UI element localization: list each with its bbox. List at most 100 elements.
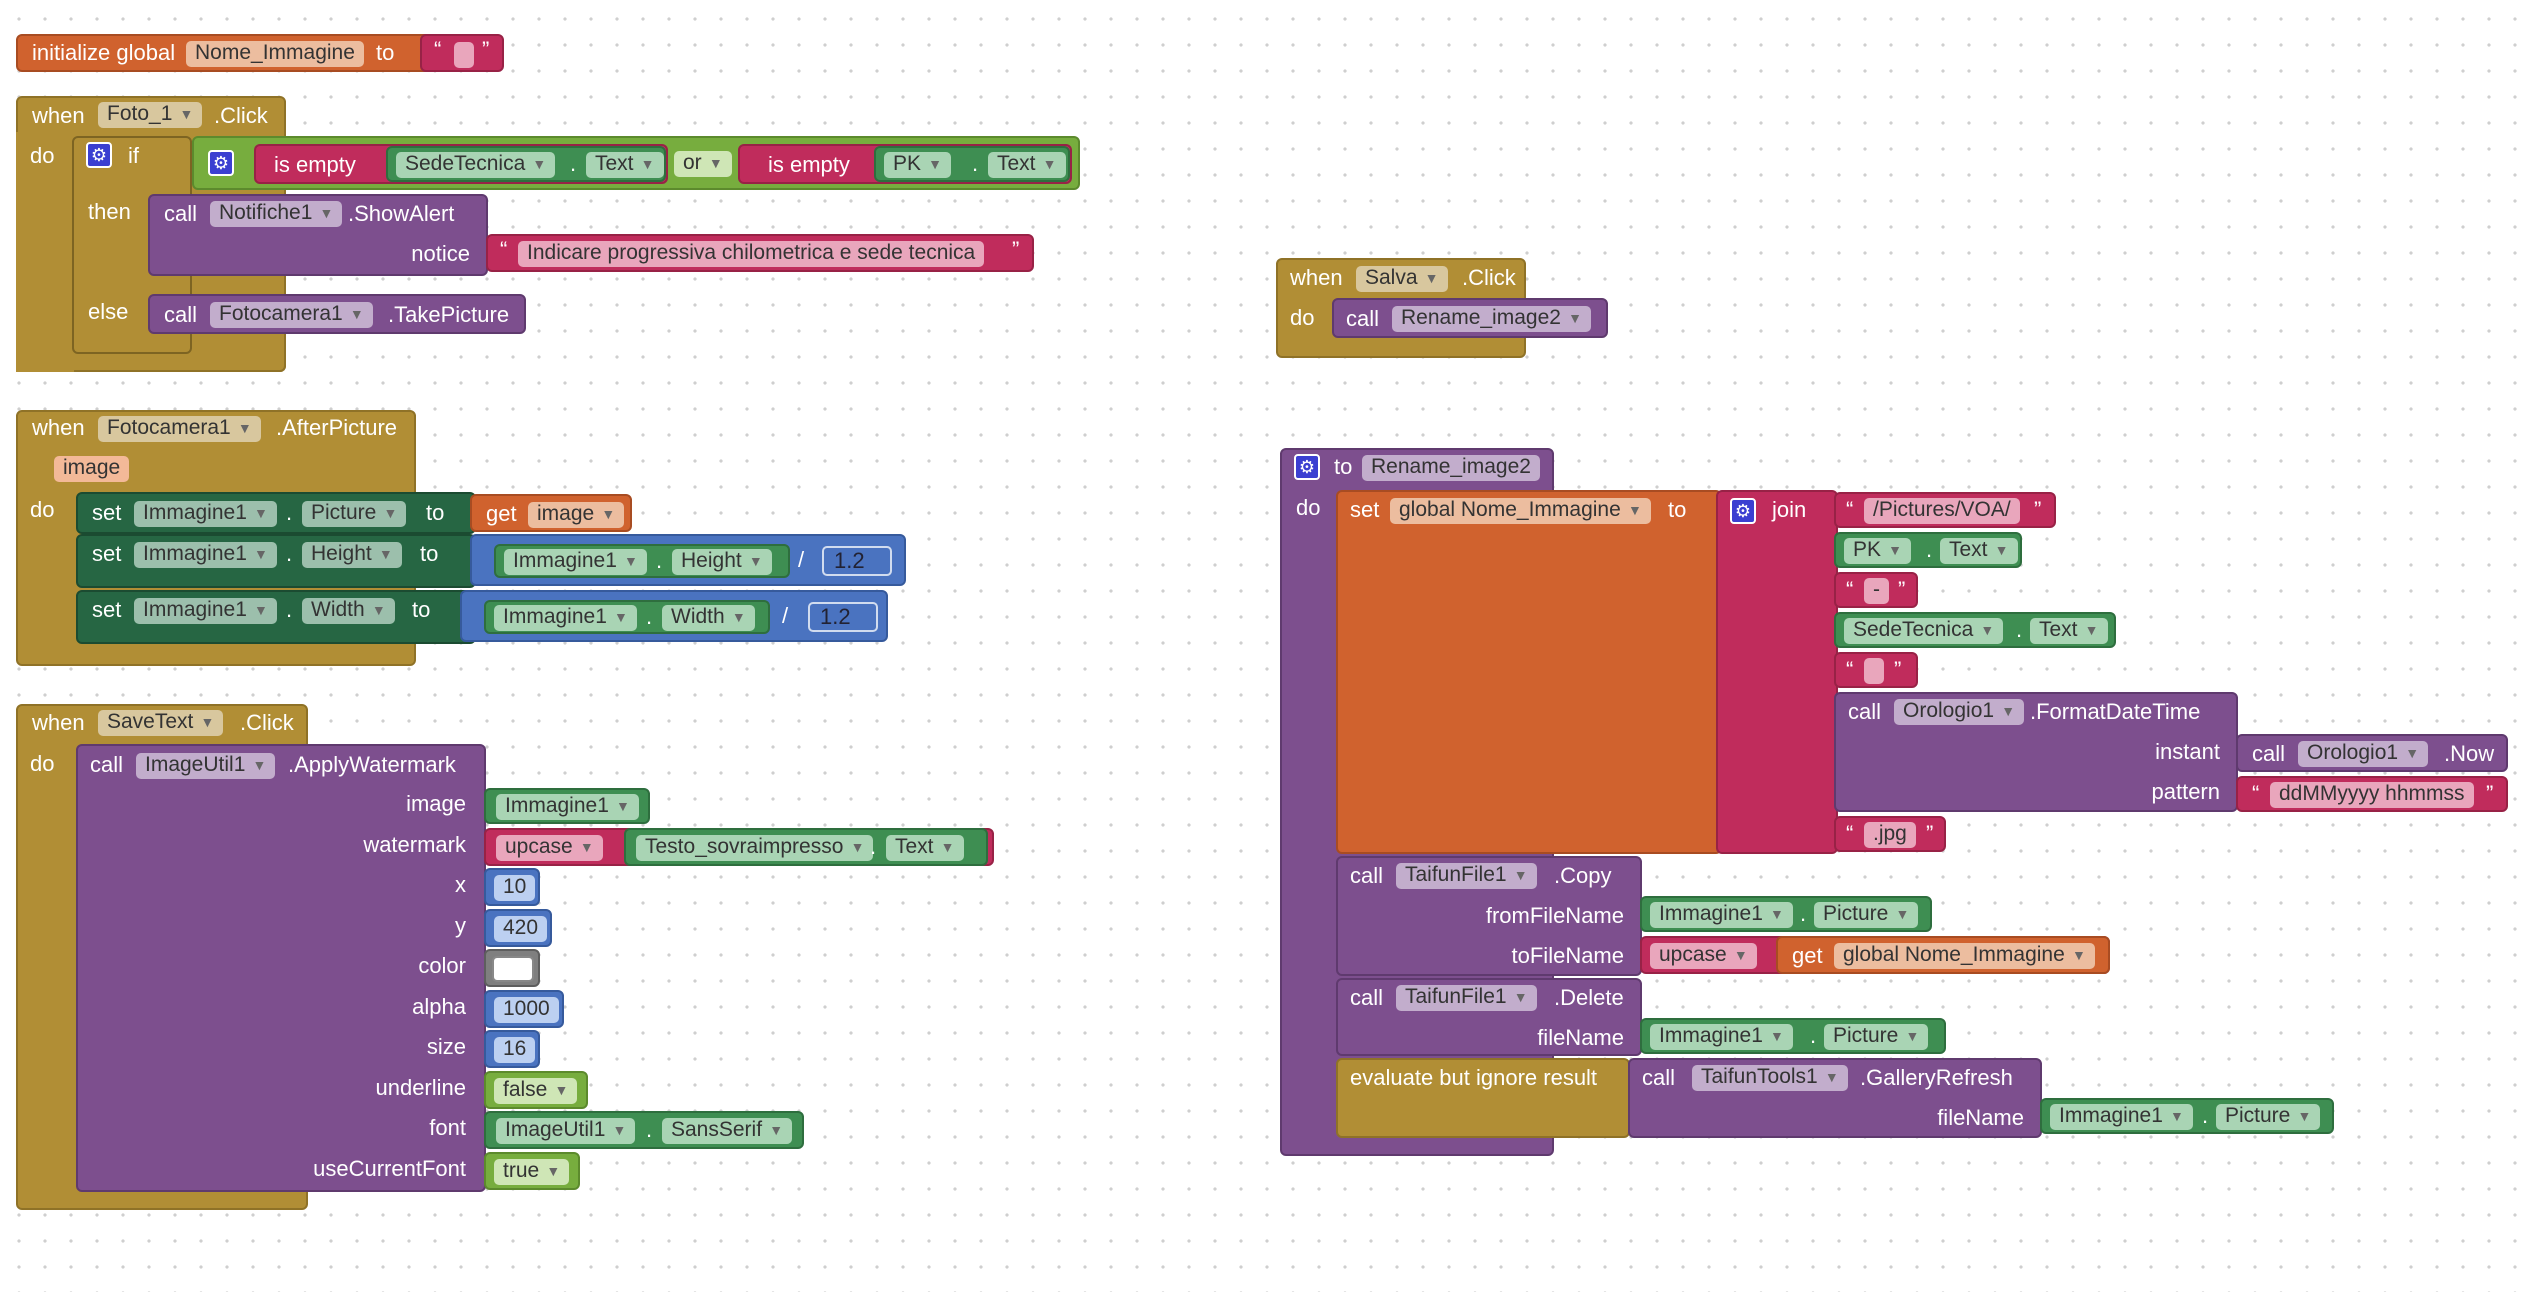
divisor-input[interactable]: 1.2 xyxy=(808,602,878,632)
sedetecnica-component-dropdown[interactable]: SedeTecnica▼ xyxy=(396,152,556,178)
gear-icon[interactable]: ⚙ xyxy=(1730,498,1756,524)
img-component-dropdown[interactable]: Immagine1▼ xyxy=(134,598,277,624)
gear-icon[interactable]: ⚙ xyxy=(208,150,234,176)
fotocamera-component-dropdown[interactable]: Fotocamera1▼ xyxy=(210,302,373,328)
taifuntools-component-dropdown[interactable]: TaifunTools1▼ xyxy=(1692,1065,1848,1091)
set-picture-block[interactable]: set Immagine1▼ . Picture▼ to xyxy=(76,492,476,534)
procedure-dropdown[interactable]: Rename_image2▼ xyxy=(1392,306,1591,332)
img-component-dropdown[interactable]: Immagine1▼ xyxy=(494,605,637,631)
picture-property-dropdown[interactable]: Picture▼ xyxy=(1814,902,1919,928)
underline-boolean-block[interactable]: false▼ xyxy=(484,1071,588,1109)
init-string-block[interactable]: “ ” xyxy=(420,34,504,72)
notice-string-block[interactable]: “ Indicare progressiva chilometrica e se… xyxy=(486,234,1034,272)
alpha-number-input[interactable]: 1000 xyxy=(494,997,559,1023)
width-property-dropdown[interactable]: Width▼ xyxy=(662,605,755,631)
divisor-input[interactable]: 1.2 xyxy=(822,546,892,576)
image-arg-block[interactable]: Immagine1▼ xyxy=(484,788,650,824)
sansserif-property-dropdown[interactable]: SansSerif▼ xyxy=(662,1118,793,1144)
x-number-block[interactable]: 10 xyxy=(484,868,540,906)
color-swatch[interactable] xyxy=(492,956,534,982)
imageutil-component-dropdown[interactable]: ImageUtil1▼ xyxy=(136,753,276,779)
text-property-dropdown[interactable]: Text▼ xyxy=(2030,618,2108,644)
img-component-dropdown[interactable]: Immagine1▼ xyxy=(496,794,639,820)
pattern-string-input[interactable]: ddMMyyyy hhmmss xyxy=(2270,782,2474,808)
space-string-input[interactable] xyxy=(1864,658,1884,684)
height-getter[interactable]: Immagine1▼ . Height▼ xyxy=(494,544,790,578)
y-number-input[interactable]: 420 xyxy=(494,916,548,942)
ext-string-input[interactable]: .jpg xyxy=(1864,822,1916,848)
dash-string-input[interactable]: - xyxy=(1864,578,1889,604)
formatdatetime-block[interactable]: call Orologio1▼ .FormatDateTime instant … xyxy=(1834,692,2238,812)
taifun-copy-block[interactable]: call TaifunFile1▼ .Copy fromFileName toF… xyxy=(1336,856,1642,976)
gear-icon[interactable]: ⚙ xyxy=(1294,454,1320,480)
y-number-block[interactable]: 420 xyxy=(484,909,552,947)
picture-property-dropdown[interactable]: Picture▼ xyxy=(2216,1104,2321,1130)
width-property-dropdown[interactable]: Width▼ xyxy=(302,598,395,624)
color-block[interactable] xyxy=(484,949,540,987)
get-image-block[interactable]: get image▼ xyxy=(470,494,632,532)
gear-icon[interactable]: ⚙ xyxy=(86,142,112,168)
picture-property-dropdown[interactable]: Picture▼ xyxy=(1824,1024,1929,1050)
init-var-name-field[interactable]: Nome_Immagine xyxy=(186,41,364,67)
get-global-block[interactable]: get global Nome_Immagine▼ xyxy=(1776,936,2110,974)
global-var-dropdown[interactable]: global Nome_Immagine▼ xyxy=(1390,498,1651,524)
join-block[interactable]: ⚙ join xyxy=(1716,490,1838,854)
img-component-dropdown[interactable]: Immagine1▼ xyxy=(2050,1104,2193,1130)
applywatermark-block[interactable]: call ImageUtil1▼ .ApplyWatermark image w… xyxy=(76,744,486,1192)
img-component-dropdown[interactable]: Immagine1▼ xyxy=(1650,1024,1793,1050)
size-number-block[interactable]: 16 xyxy=(484,1030,540,1068)
image-param-pill[interactable]: image xyxy=(54,456,130,482)
sedetecnica-property-dropdown[interactable]: Text▼ xyxy=(586,152,664,178)
notifiche-component-dropdown[interactable]: Notifiche1▼ xyxy=(210,201,343,227)
divide-width-block[interactable]: Immagine1▼ . Width▼ / 1.2 xyxy=(460,590,888,642)
img-component-dropdown[interactable]: Immagine1▼ xyxy=(1650,902,1793,928)
height-property-dropdown[interactable]: Height▼ xyxy=(302,542,402,568)
usecurrentfont-dropdown[interactable]: true▼ xyxy=(494,1159,570,1185)
call-rename-block[interactable]: call Rename_image2▼ xyxy=(1332,298,1608,338)
watermark-text-getter[interactable]: Testo_sovraimpresso▼ . Text▼ xyxy=(624,828,988,866)
salva-component-dropdown[interactable]: Salva▼ xyxy=(1356,266,1448,292)
divide-height-block[interactable]: Immagine1▼ . Height▼ / 1.2 xyxy=(470,534,906,586)
picture-property-dropdown[interactable]: Picture▼ xyxy=(302,501,407,527)
from-picture-getter[interactable]: Immagine1▼ . Picture▼ xyxy=(1640,896,1932,932)
delete-picture-getter[interactable]: Immagine1▼ . Picture▼ xyxy=(1640,1018,1946,1054)
underline-dropdown[interactable]: false▼ xyxy=(494,1078,578,1104)
evaluate-ignore-block[interactable]: evaluate but ignore result xyxy=(1336,1058,1630,1138)
savetext-component-dropdown[interactable]: SaveText▼ xyxy=(98,710,224,736)
afterpicture-component-dropdown[interactable]: Fotocamera1▼ xyxy=(98,416,261,442)
or-operator-dropdown[interactable]: or▼ xyxy=(674,151,732,177)
width-getter[interactable]: Immagine1▼ . Width▼ xyxy=(484,600,770,634)
testo-component-dropdown[interactable]: Testo_sovraimpresso▼ xyxy=(636,835,874,861)
pattern-string-block[interactable]: “ ddMMyyyy hhmmss ” xyxy=(2236,776,2508,812)
set-global-block[interactable]: set global Nome_Immagine▼ to xyxy=(1336,490,1722,854)
orologio-component-dropdown[interactable]: Orologio1▼ xyxy=(1894,699,2025,725)
fotocamera-takepicture-block[interactable]: call Fotocamera1▼ .TakePicture xyxy=(148,294,526,334)
pk-property-dropdown[interactable]: Text▼ xyxy=(988,152,1066,178)
size-number-input[interactable]: 16 xyxy=(494,1037,536,1063)
text-property-dropdown[interactable]: Text▼ xyxy=(1940,538,2018,564)
path-string-block[interactable]: “ /Pictures/VOA/ ” xyxy=(1834,492,2056,528)
pk-text-getter[interactable]: PK▼ . Text▼ xyxy=(1834,532,2022,568)
x-number-input[interactable]: 10 xyxy=(494,875,536,901)
font-getter-block[interactable]: ImageUtil1▼ . SansSerif▼ xyxy=(484,1111,804,1149)
init-string-input[interactable] xyxy=(454,42,474,68)
pk-component-dropdown[interactable]: PK▼ xyxy=(1844,538,1912,564)
ext-string-block[interactable]: “ .jpg ” xyxy=(1834,816,1946,852)
orologio-now-block[interactable]: call Orologio1▼ .Now xyxy=(2236,734,2508,772)
imageutil-component-dropdown[interactable]: ImageUtil1▼ xyxy=(496,1118,636,1144)
notifiche-showalert-block[interactable]: call Notifiche1▼ .ShowAlert notice xyxy=(148,194,488,276)
taifun-delete-block[interactable]: call TaifunFile1▼ .Delete fileName xyxy=(1336,978,1642,1056)
refresh-picture-getter[interactable]: Immagine1▼ . Picture▼ xyxy=(2040,1098,2334,1134)
height-property-dropdown[interactable]: Height▼ xyxy=(672,549,772,575)
alpha-number-block[interactable]: 1000 xyxy=(484,990,564,1028)
pk-text-getter[interactable]: PK▼ . Text▼ xyxy=(874,146,1070,182)
galleryrefresh-block[interactable]: call TaifunTools1▼ .GalleryRefresh fileN… xyxy=(1628,1058,2042,1138)
img-component-dropdown[interactable]: Immagine1▼ xyxy=(134,501,277,527)
pk-component-dropdown[interactable]: PK▼ xyxy=(884,152,952,178)
set-height-block[interactable]: set Immagine1▼ . Height▼ to xyxy=(76,534,476,588)
taifunfile-component-dropdown[interactable]: TaifunFile1▼ xyxy=(1396,863,1537,889)
text-property-dropdown[interactable]: Text▼ xyxy=(886,835,964,861)
orologio-component-dropdown[interactable]: Orologio1▼ xyxy=(2298,741,2429,767)
img-component-dropdown[interactable]: Immagine1▼ xyxy=(504,549,647,575)
usecurrentfont-boolean-block[interactable]: true▼ xyxy=(484,1152,580,1190)
